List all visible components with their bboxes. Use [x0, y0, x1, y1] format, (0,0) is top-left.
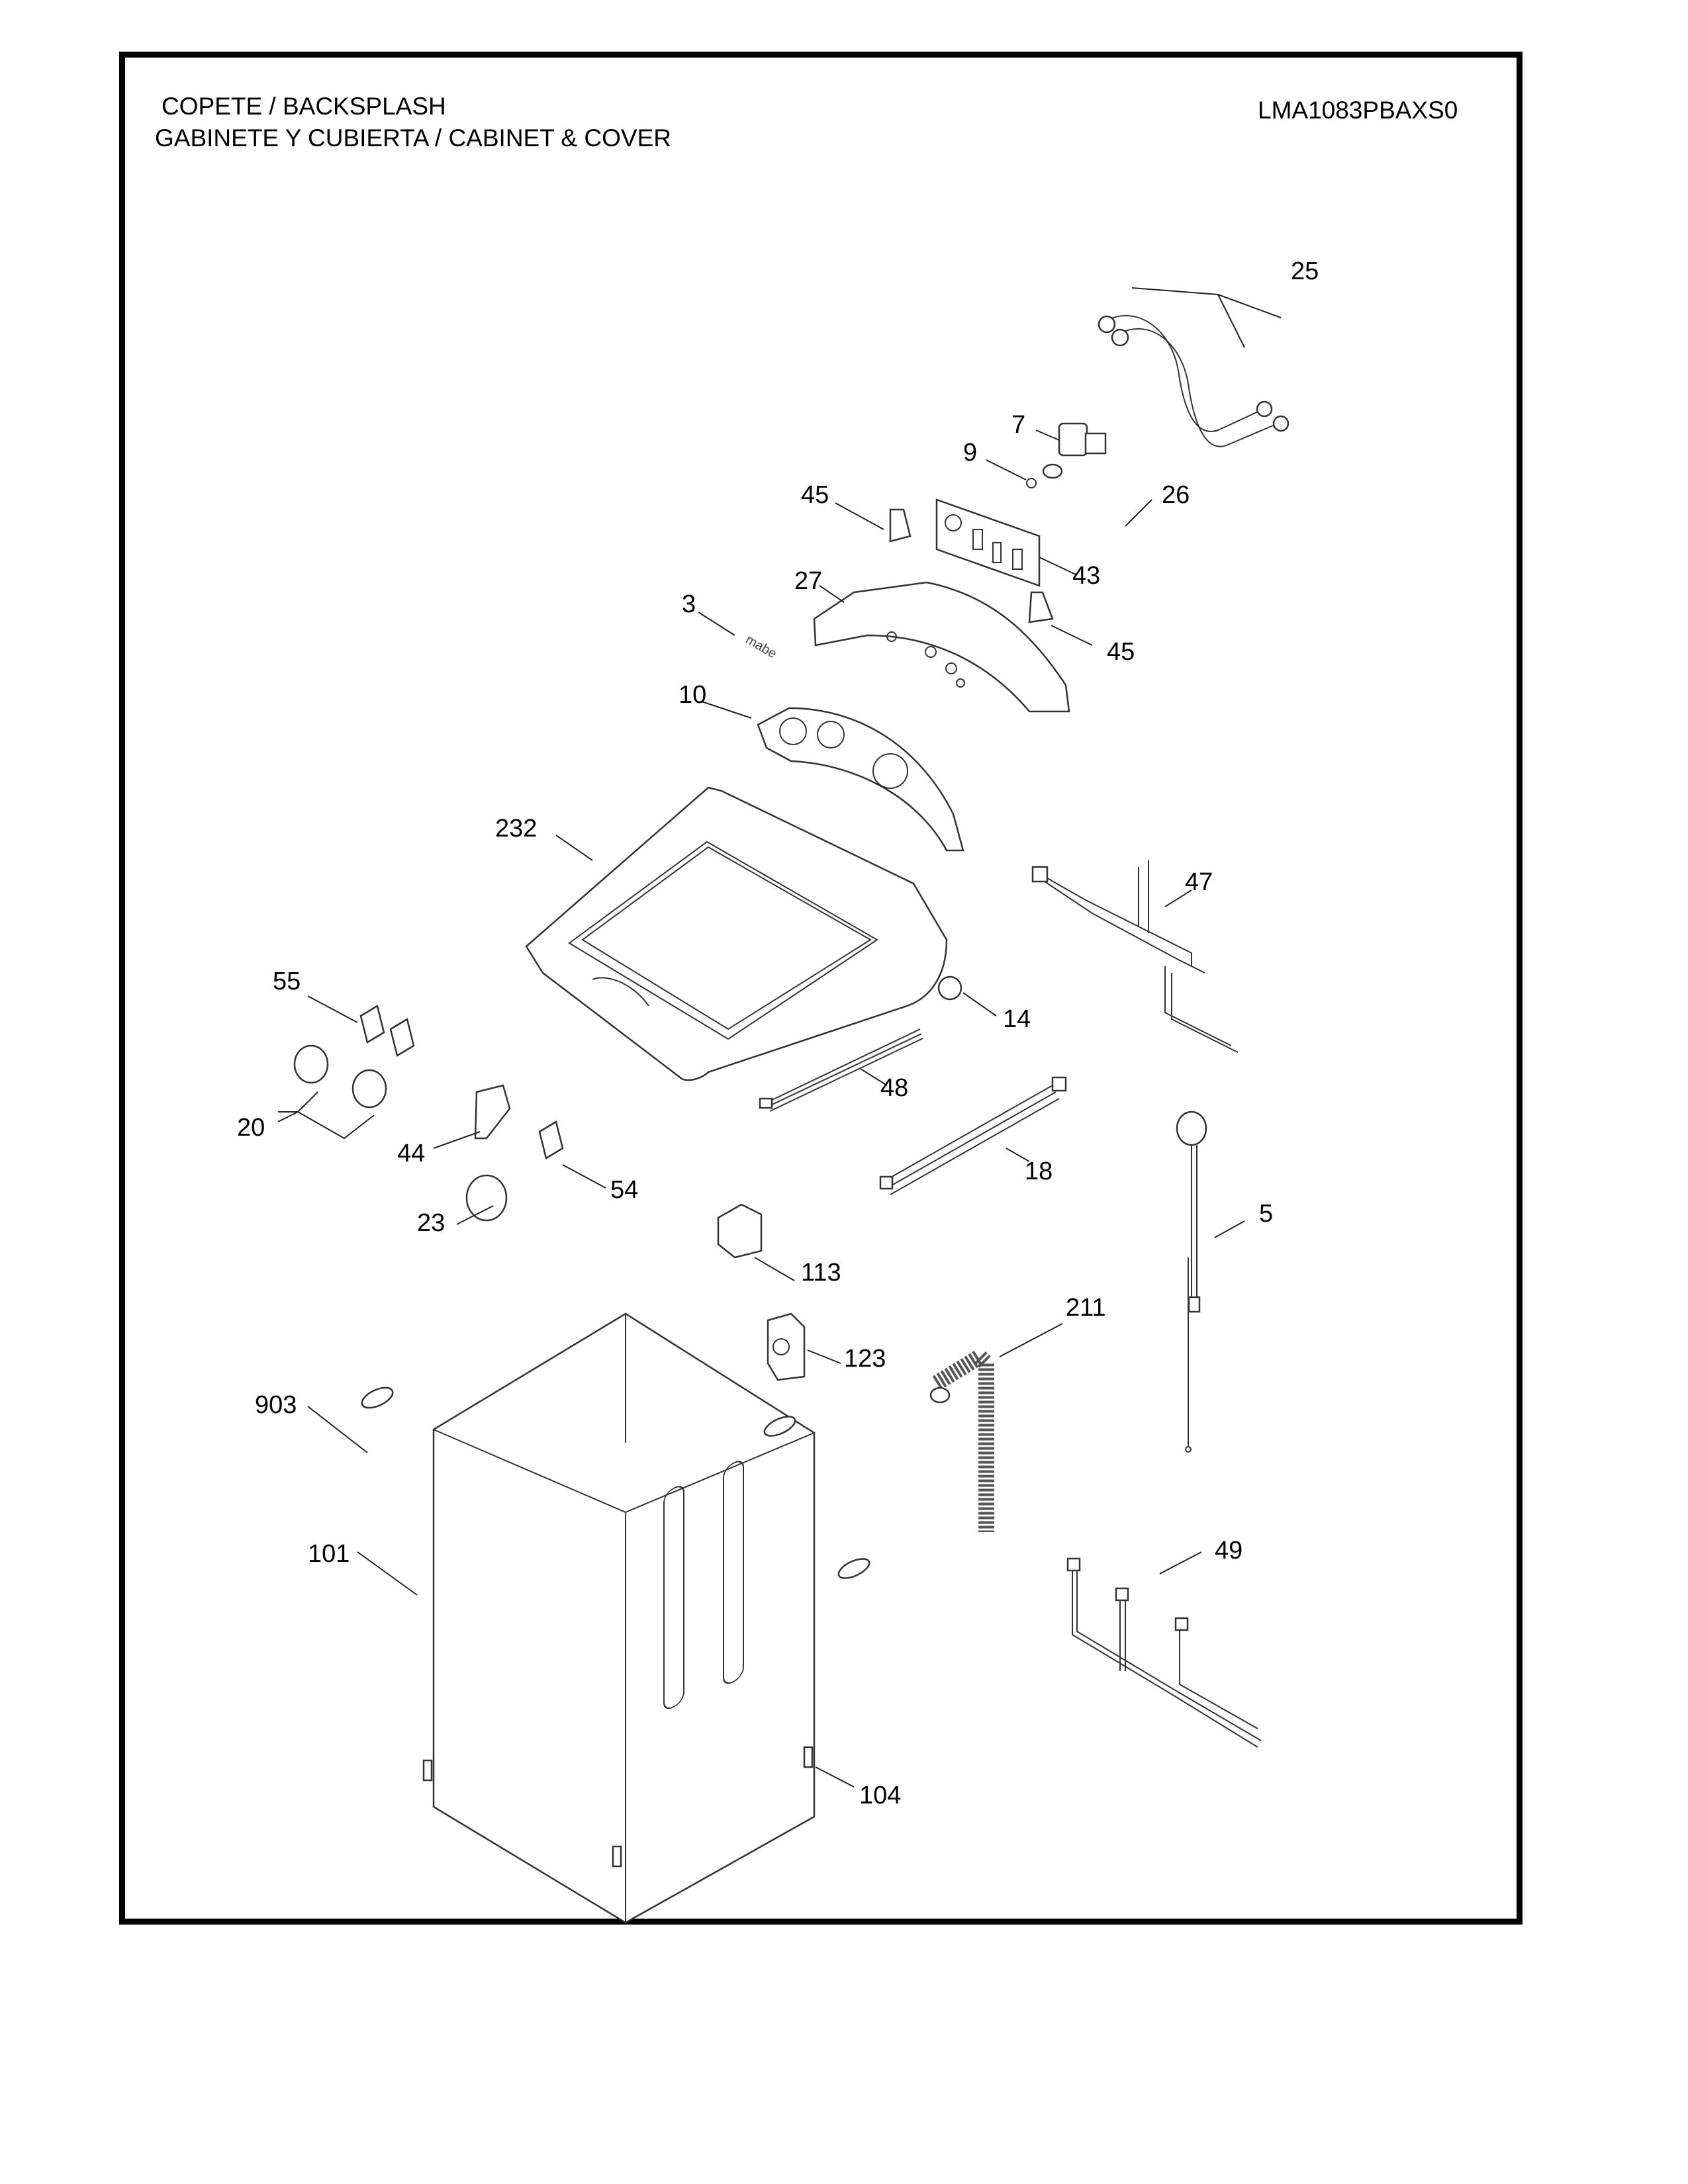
callout-47: 47: [1164, 868, 1213, 907]
callout-label: 7: [1011, 411, 1025, 439]
callout-45a: 45: [801, 481, 884, 530]
callout-45b: 45: [1051, 625, 1135, 666]
callout-label: 45: [1107, 638, 1135, 666]
callout-label: 55: [273, 968, 301, 995]
callout-label: 25: [1291, 257, 1319, 285]
callout-label: 101: [308, 1540, 350, 1568]
part-hose-clamp: [1026, 478, 1037, 488]
callout-label: 104: [859, 1782, 901, 1809]
callout-label: 27: [794, 567, 822, 595]
callout-label: 48: [880, 1074, 908, 1102]
callout-label: 113: [801, 1259, 841, 1287]
callout-55: 55: [273, 968, 358, 1023]
callout-104: 104: [815, 1766, 901, 1809]
callout-44: 44: [397, 1131, 481, 1167]
callout-211: 211: [999, 1294, 1106, 1357]
callout-label: 18: [1025, 1158, 1053, 1185]
part-bracket: [1028, 591, 1054, 623]
callout-26: 26: [1125, 481, 1190, 527]
section-title-backsplash: COPETE / BACKSPLASH: [162, 93, 446, 120]
part-cabinet: [432, 1312, 870, 1924]
callout-label: 14: [1003, 1005, 1031, 1033]
part-cabinet-grommet: [361, 1387, 394, 1409]
part-push-button-switch: [474, 1084, 511, 1140]
callout-label: 211: [1066, 1294, 1106, 1322]
part-power-cord: [1176, 1111, 1207, 1453]
callout-label: 232: [495, 815, 537, 842]
callout-label: 49: [1215, 1537, 1243, 1565]
part-timer-knob: [465, 1174, 508, 1222]
callout-label: 44: [397, 1140, 425, 1167]
part-leveling-legs: [422, 1746, 814, 1868]
part-water-valve: [1042, 422, 1107, 479]
part-selector-switches: [359, 1005, 415, 1057]
callout-5: 5: [1214, 1200, 1273, 1238]
callout-label: 45: [801, 481, 829, 509]
part-hose-elbow: [1100, 523, 1134, 572]
part-pressure-switch: [937, 976, 962, 1001]
callout-101: 101: [308, 1540, 418, 1596]
part-hose-bracket: [767, 1312, 806, 1381]
part-control-panel-overlay: [757, 707, 964, 852]
part-inlet-hoses: [1098, 314, 1289, 447]
callout-label: 43: [1072, 562, 1100, 590]
callout-label: 54: [610, 1176, 638, 1204]
callout-label: 23: [417, 1209, 445, 1237]
callout-3: 3: [682, 590, 735, 636]
callout-label: 47: [1185, 868, 1213, 896]
callout-label: 10: [679, 681, 706, 709]
part-backsplash-console: [813, 581, 1070, 713]
model-number: LMA1083PBAXS0: [1258, 97, 1458, 124]
part-top-cover: [525, 786, 948, 1081]
callout-9: 9: [963, 439, 1027, 480]
callout-label: 9: [963, 439, 977, 467]
part-wire-harness: [879, 1076, 1067, 1195]
callout-label: 26: [1162, 481, 1190, 509]
svg-text:mabe: mabe: [743, 632, 779, 661]
part-bracket: [889, 508, 912, 543]
part-wire-harness: [1066, 1557, 1262, 1748]
callout-7: 7: [1011, 411, 1060, 441]
part-knobs: [293, 1044, 387, 1109]
callout-43: 43: [1039, 557, 1100, 590]
section-title-cabinet-cover: GABINETE Y CUBIERTA / CABINET & COVER: [155, 124, 671, 152]
callout-25: 25: [1131, 257, 1319, 348]
callout-27: 27: [794, 567, 845, 603]
part-mabe-logo-badge: mabe: [743, 632, 779, 661]
callout-20: 20: [237, 1091, 375, 1142]
callout-232: 232: [495, 815, 593, 861]
part-wire-harness: [759, 1028, 923, 1112]
callout-123: 123: [807, 1345, 886, 1373]
page-frame: [119, 52, 1523, 1925]
callout-label: 5: [1259, 1200, 1273, 1228]
part-drain-hose: [929, 1346, 994, 1532]
callout-23: 23: [417, 1205, 494, 1237]
callout-49: 49: [1159, 1537, 1243, 1574]
part-lid-lock: [717, 1203, 763, 1259]
part-wire-harness: [1031, 860, 1239, 1053]
callout-113: 113: [754, 1257, 841, 1287]
callout-label: 3: [682, 590, 696, 618]
callout-903: 903: [255, 1391, 368, 1453]
callout-54: 54: [562, 1164, 638, 1204]
part-selector-switch: [538, 1120, 564, 1160]
callout-48: 48: [860, 1068, 908, 1102]
part-control-board: [935, 498, 1041, 587]
callout-label: 123: [844, 1345, 886, 1373]
callout-10: 10: [679, 681, 752, 719]
callout-18: 18: [1006, 1148, 1053, 1185]
callout-label: 903: [255, 1391, 297, 1419]
callout-label: 20: [237, 1114, 265, 1142]
callout-14: 14: [962, 992, 1031, 1033]
